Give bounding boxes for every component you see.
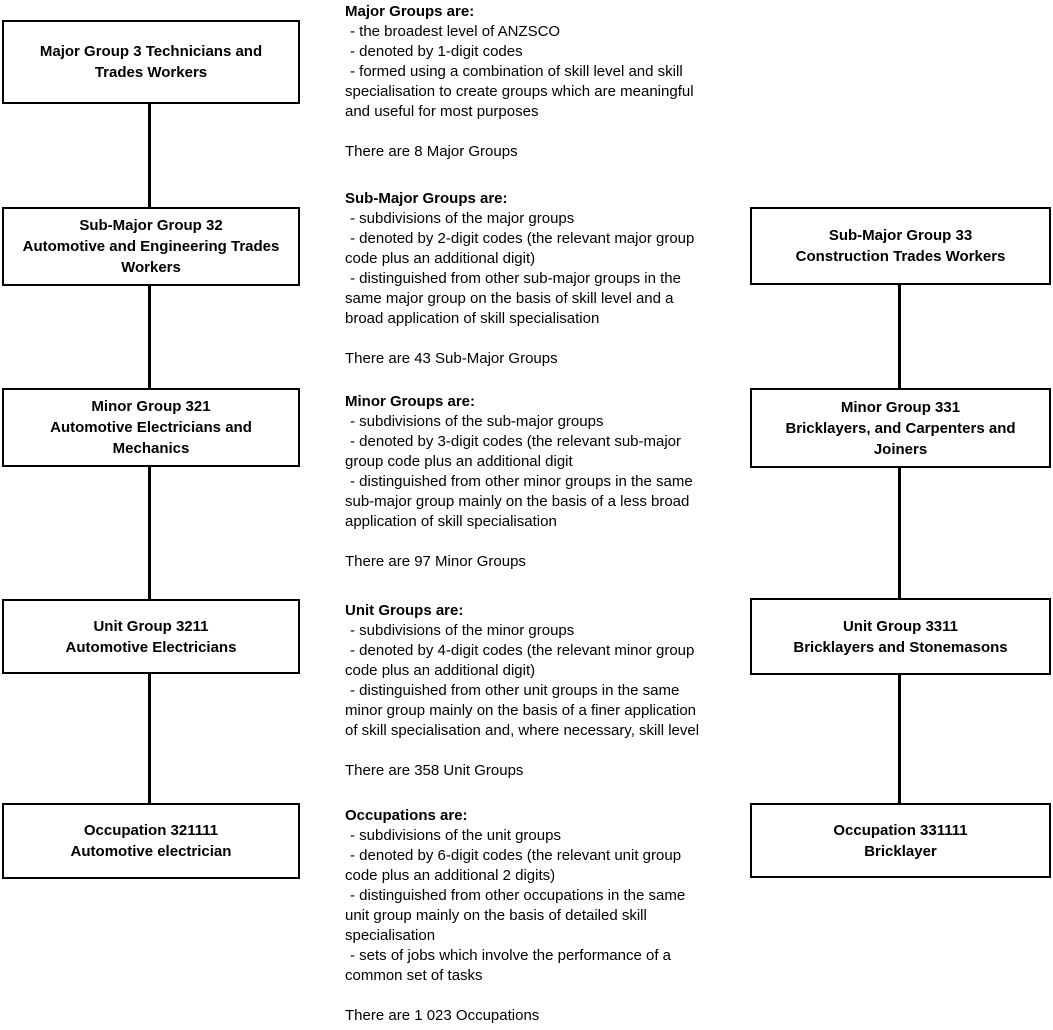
- section-bullet: - formed using a combination of skill le…: [345, 63, 694, 120]
- section-bullet: - sets of jobs which involve the perform…: [345, 947, 671, 984]
- section-count-note: There are 97 Minor Groups: [345, 553, 526, 570]
- section-heading: Unit Groups are:: [345, 602, 464, 619]
- box-occupation-331111: Occupation 331111 Bricklayer: [750, 803, 1051, 878]
- section-bullet: - subdivisions of the sub-major groups: [350, 413, 604, 430]
- box-unit-group-3211: Unit Group 3211 Automotive Electricians: [2, 599, 300, 674]
- box-sub-major-group-33: Sub-Major Group 33 Construction Trades W…: [750, 207, 1051, 285]
- section-heading: Occupations are:: [345, 807, 468, 824]
- section-bullet: - distinguished from other minor groups …: [345, 473, 693, 530]
- section-major-groups: Major Groups are: - the broadest level o…: [345, 2, 719, 162]
- section-bullet: - denoted by 3-digit codes (the relevant…: [345, 433, 682, 470]
- section-occupations: Occupations are: - subdivisions of the u…: [345, 806, 719, 1026]
- section-bullet: - distinguished from other occupations i…: [345, 887, 686, 944]
- section-bullet: - the broadest level of ANZSCO: [350, 23, 561, 40]
- box-minor-group-321: Minor Group 321 Automotive Electricians …: [2, 388, 300, 467]
- section-bullet: - denoted by 6-digit codes (the relevant…: [345, 847, 682, 884]
- section-sub-major-groups: Sub-Major Groups are: - subdivisions of …: [345, 189, 719, 369]
- section-bullet: - subdivisions of the minor groups: [350, 622, 575, 639]
- section-bullet: - subdivisions of the major groups: [350, 210, 575, 227]
- section-bullet: - denoted by 2-digit codes (the relevant…: [345, 230, 695, 267]
- section-heading: Minor Groups are:: [345, 393, 476, 410]
- box-occupation-321111: Occupation 321111 Automotive electrician: [2, 803, 300, 879]
- section-count-note: There are 8 Major Groups: [345, 143, 518, 160]
- section-bullet: - distinguished from other sub-major gro…: [345, 270, 681, 327]
- section-heading: Major Groups are:: [345, 3, 475, 20]
- section-bullet: - subdivisions of the unit groups: [350, 827, 561, 844]
- section-bullet: - denoted by 4-digit codes (the relevant…: [345, 642, 695, 679]
- box-major-group-3: Major Group 3 Technicians and Trades Wor…: [2, 20, 300, 104]
- right-connector-line: [898, 250, 901, 840]
- section-count-note: There are 358 Unit Groups: [345, 762, 524, 779]
- box-minor-group-331: Minor Group 331 Bricklayers, and Carpent…: [750, 388, 1051, 468]
- section-bullet: - distinguished from other unit groups i…: [345, 682, 700, 739]
- section-heading: Sub-Major Groups are:: [345, 190, 508, 207]
- section-count-note: There are 1 023 Occupations: [345, 1007, 540, 1024]
- box-sub-major-group-32: Sub-Major Group 32 Automotive and Engine…: [2, 207, 300, 286]
- section-count-note: There are 43 Sub-Major Groups: [345, 350, 558, 367]
- section-minor-groups: Minor Groups are: - subdivisions of the …: [345, 392, 719, 572]
- box-unit-group-3311: Unit Group 3311 Bricklayers and Stonemas…: [750, 598, 1051, 675]
- section-unit-groups: Unit Groups are: - subdivisions of the m…: [345, 601, 719, 781]
- section-bullet: - denoted by 1-digit codes: [350, 43, 523, 60]
